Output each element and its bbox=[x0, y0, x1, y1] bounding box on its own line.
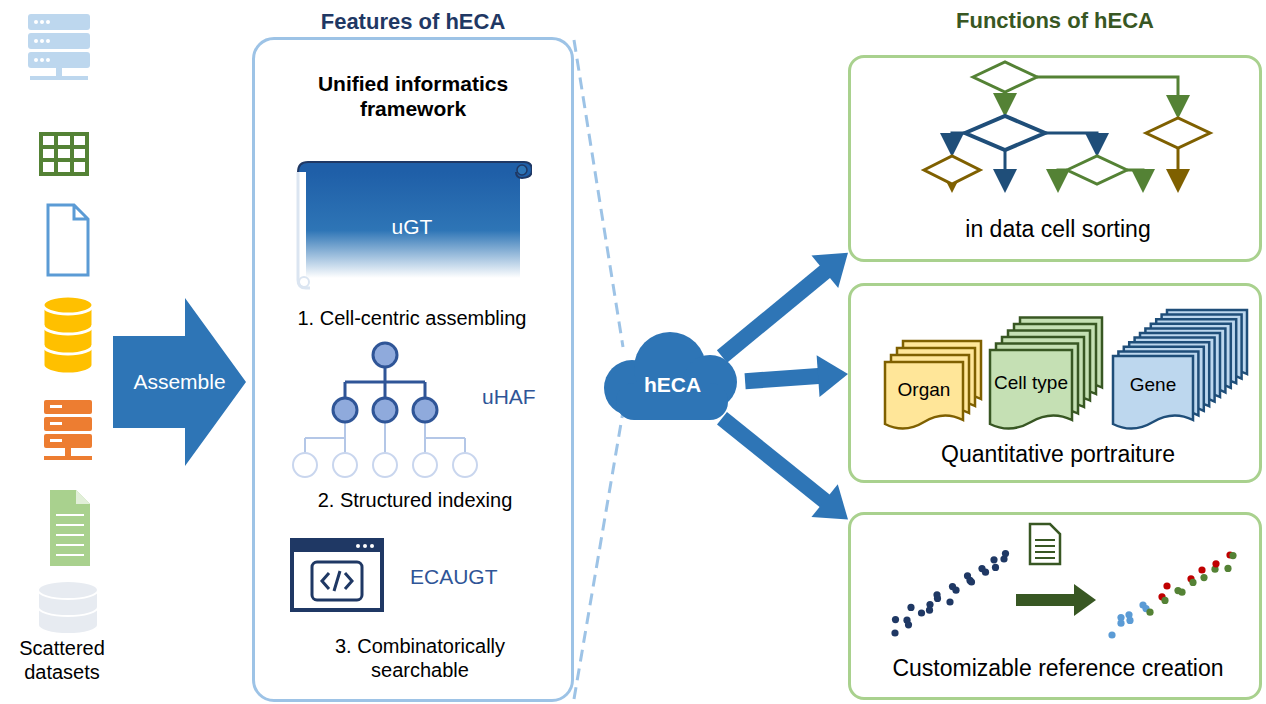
function-box-text: Customizable reference creation bbox=[856, 655, 1260, 683]
tree-icon bbox=[290, 340, 480, 485]
panel-heading: Features of hECA bbox=[252, 9, 574, 35]
function-box: in data cell sorting bbox=[848, 55, 1262, 262]
card-stack bbox=[1111, 306, 1251, 430]
ecaugt-tool-text: ECAUGT bbox=[410, 564, 555, 589]
celltype-card: Cell type bbox=[988, 316, 1113, 430]
document-icon bbox=[50, 490, 90, 566]
uhaf-tree-text: uHAF bbox=[482, 384, 557, 409]
flow-arrow bbox=[745, 355, 848, 397]
cloud-node-text: hECA bbox=[615, 372, 730, 397]
server-icon bbox=[28, 14, 90, 80]
flow-arrow bbox=[722, 253, 848, 357]
arrow-shaft bbox=[722, 269, 828, 356]
ugt-scroll: uGT1. Cell-centric assembling bbox=[292, 158, 532, 336]
arrow-head bbox=[811, 484, 848, 519]
arrow-shaft bbox=[745, 376, 822, 381]
function-box: Quantitative portraiture Organ Cell type Ge… bbox=[848, 283, 1262, 483]
uhaf-tree: uHAF 2. Structured indexing bbox=[290, 340, 560, 515]
feature-panel-text: Unified informatics framework bbox=[287, 71, 539, 121]
gene-card-text: Gene bbox=[1113, 356, 1193, 414]
function-box-text: Quantitative portraiture bbox=[861, 441, 1255, 469]
code-icon bbox=[290, 538, 385, 613]
ugt-scroll-text: uGT bbox=[312, 214, 512, 239]
gene-card: Gene bbox=[1111, 306, 1251, 430]
database-icon bbox=[43, 296, 93, 374]
organ-card: Organ bbox=[883, 338, 983, 430]
dataset-label: Scattered datasets bbox=[2, 636, 122, 684]
cloud-node: hECA bbox=[590, 328, 755, 423]
assemble-arrow-text: Assemble bbox=[115, 369, 244, 394]
assemble-arrow: Assemble bbox=[113, 298, 246, 466]
ugt-scroll-text: 1. Cell-centric assembling bbox=[284, 306, 540, 330]
uhaf-tree-text: 2. Structured indexing bbox=[290, 488, 540, 512]
server-icon bbox=[44, 400, 92, 460]
arrow-head bbox=[811, 253, 848, 288]
function-box-text: in data cell sorting bbox=[861, 216, 1255, 244]
database-icon bbox=[38, 581, 98, 634]
flow-arrow bbox=[722, 418, 848, 519]
section-heading: Functions of hECA bbox=[848, 8, 1262, 34]
document-icon bbox=[48, 205, 88, 275]
table-icon bbox=[41, 134, 87, 174]
function-box: Customizable reference creation bbox=[848, 512, 1262, 700]
arrow-shaft bbox=[722, 418, 828, 503]
ecaugt-tool: ECAUGT 3. Combinatorically searchable bbox=[290, 538, 560, 693]
ecaugt-tool-text: 3. Combinatorically searchable bbox=[310, 634, 530, 682]
feature-panel: Features of hECA Unified informatics fram… bbox=[252, 5, 574, 702]
arrow-head bbox=[817, 355, 848, 397]
celltype-card-text: Cell type bbox=[994, 350, 1068, 416]
organ-card-text: Organ bbox=[885, 362, 963, 418]
